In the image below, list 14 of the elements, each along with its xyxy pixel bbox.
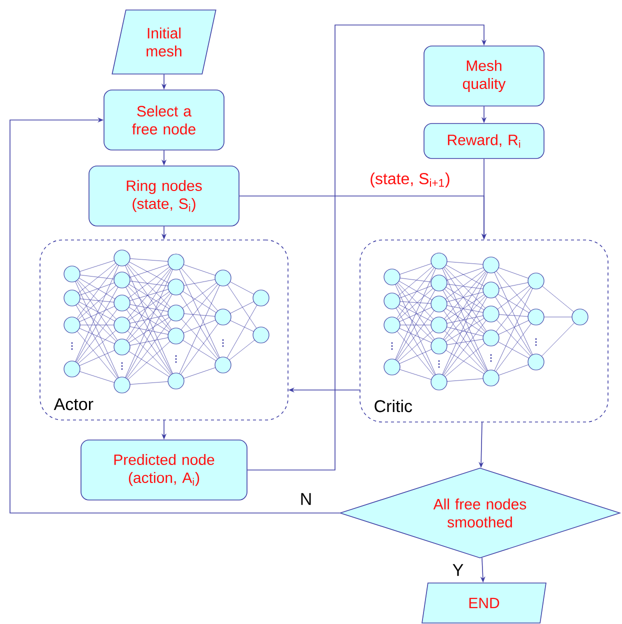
process-box: Ring nodes (state, S$_{i}$)	[88, 166, 240, 226]
edge-label: N	[298, 492, 314, 506]
arrow	[10, 117, 340, 514]
process-box: Reward, R$_{i}$	[424, 123, 544, 159]
edge-label: Y	[451, 563, 465, 577]
process-box: Predicted node (action, A$_{i}$)	[80, 440, 248, 500]
edge-label: (state, S$_{i+1}$)	[368, 172, 452, 188]
output-parallelogram: END	[422, 582, 546, 624]
network-panel: Critic	[360, 240, 608, 422]
network-panel: Actor	[40, 240, 288, 420]
process-box: Mesh quality	[424, 46, 544, 106]
arrow	[247, 24, 487, 470]
input-parallelogram: Initial mesh	[112, 10, 216, 74]
process-box: Select a free node	[104, 90, 224, 150]
